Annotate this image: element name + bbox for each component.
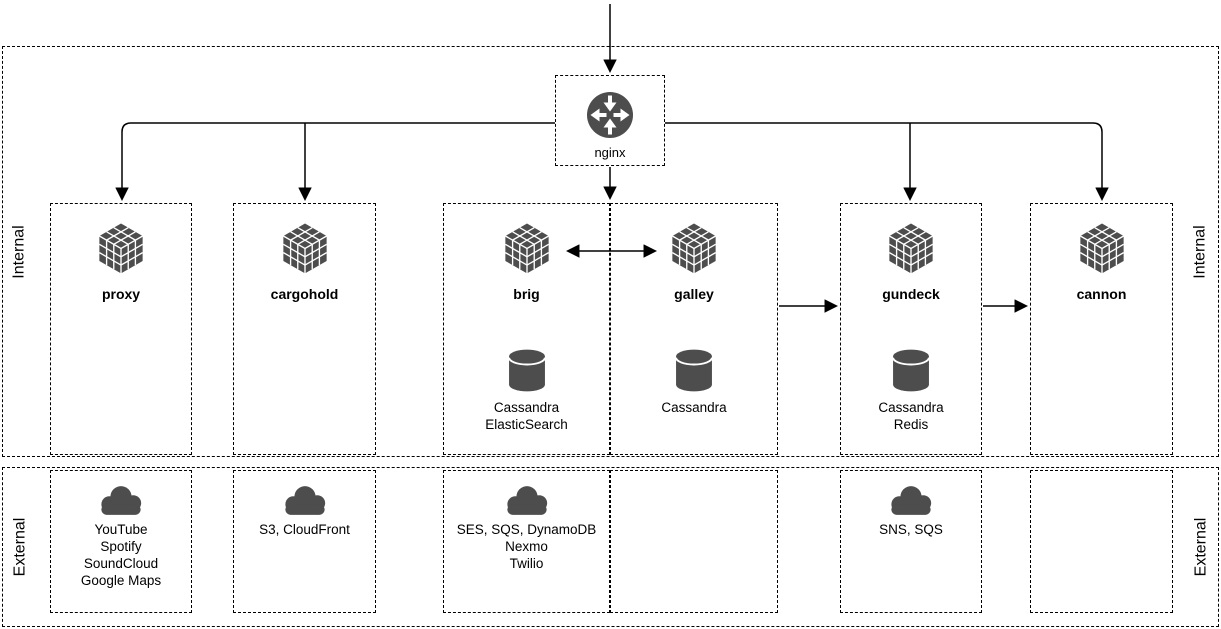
external-box-cargohold: [233, 470, 376, 613]
service-box-cannon: [1030, 203, 1173, 455]
external-box-cannon: [1030, 470, 1173, 613]
service-box-brig: [443, 203, 610, 455]
nginx-node-box: [555, 75, 665, 166]
service-box-cargohold: [233, 203, 376, 455]
service-box-proxy: [50, 203, 192, 455]
external-box-proxy: [50, 470, 192, 613]
service-box-galley: [610, 203, 778, 455]
external-box-gundeck: [840, 470, 982, 613]
external-region-band: [2, 467, 1219, 627]
service-box-gundeck: [840, 203, 982, 455]
external-box-brig: [443, 470, 610, 613]
external-box-galley: [610, 470, 778, 613]
